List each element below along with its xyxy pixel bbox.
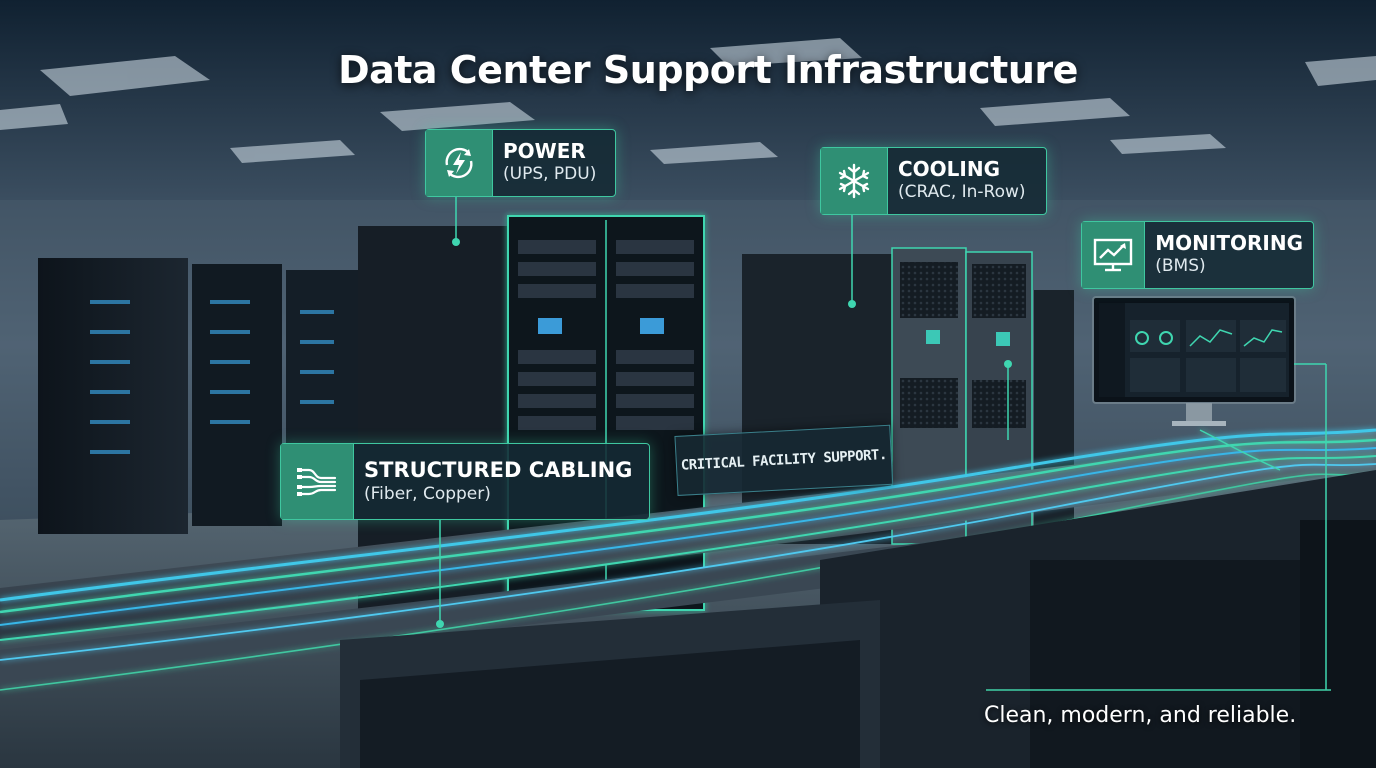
connector-lines [439, 197, 1327, 690]
ceiling [0, 0, 1376, 200]
power-card: POWER (UPS, PDU) [425, 129, 616, 197]
power-icon-box [426, 130, 493, 196]
snowflake-icon [838, 163, 870, 199]
monitoring-text: MONITORING (BMS) [1145, 222, 1313, 288]
power-detail: (UPS, PDU) [503, 164, 597, 185]
lightning-cycle-icon [445, 147, 473, 179]
monitoring-icon-box [1082, 222, 1146, 288]
monitoring-detail: (BMS) [1155, 256, 1206, 277]
cabling-detail: (Fiber, Copper) [364, 483, 491, 504]
power-heading: POWER [503, 139, 586, 164]
monitoring-card: MONITORING (BMS) [1081, 221, 1314, 289]
page-title: Data Center Support Infrastructure [338, 48, 1078, 92]
cabling-icon-box [281, 444, 354, 519]
cooling-icon-box [821, 148, 888, 214]
foreground-equipment [340, 470, 1376, 768]
cooling-detail: (CRAC, In-Row) [898, 182, 1026, 203]
critical-facility-label: CRITICAL FACILITY SUPPORT. [674, 424, 894, 496]
cabling-text: STRUCTURED CABLING (Fiber, Copper) [354, 444, 642, 519]
monitoring-screen [1092, 296, 1296, 426]
cable-bundle-icon [297, 467, 337, 496]
cabling-card: STRUCTURED CABLING (Fiber, Copper) [280, 443, 650, 520]
monitor-chart-icon [1093, 238, 1133, 272]
left-rack-row [38, 258, 358, 534]
connector-dots [436, 238, 1012, 628]
power-text: POWER (UPS, PDU) [493, 130, 606, 196]
tagline: Clean, modern, and reliable. [984, 703, 1297, 728]
cooling-card: COOLING (CRAC, In-Row) [820, 147, 1047, 215]
cabling-heading: STRUCTURED CABLING [364, 458, 633, 483]
cooling-text: COOLING (CRAC, In-Row) [888, 148, 1036, 214]
tagline-divider [986, 689, 1331, 691]
cooling-heading: COOLING [898, 157, 1001, 182]
ceiling-lights [0, 38, 1376, 164]
monitoring-heading: MONITORING [1155, 231, 1303, 256]
